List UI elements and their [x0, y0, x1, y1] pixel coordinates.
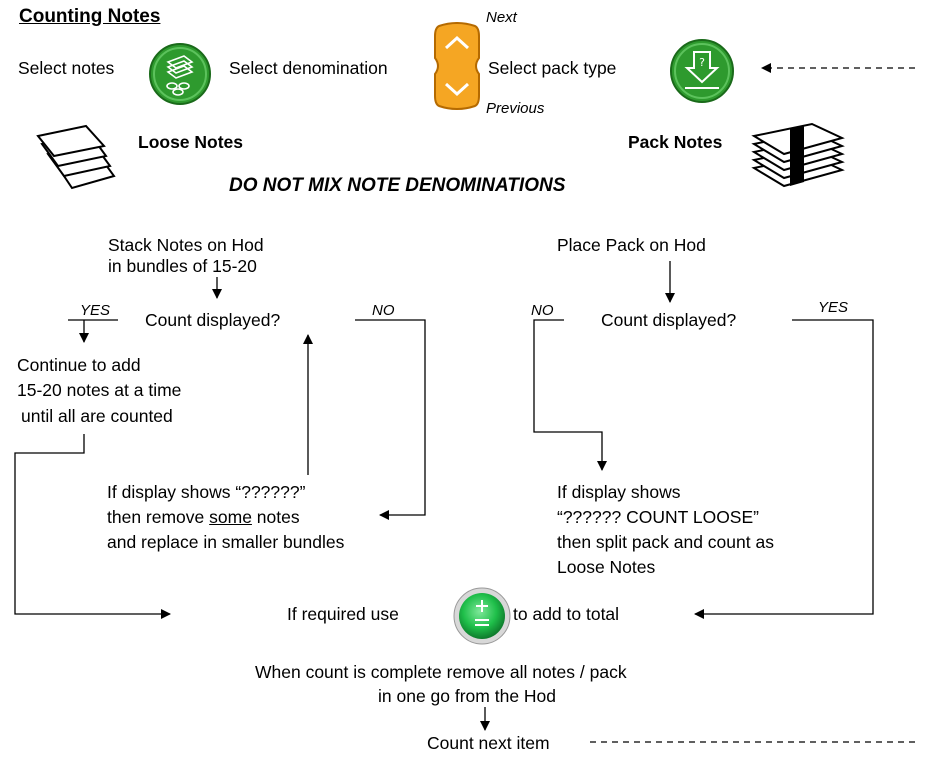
left-no-line2-c: notes	[251, 507, 300, 527]
complete-line1: When count is complete remove all notes …	[255, 662, 627, 682]
denomination-rocker-button[interactable]	[429, 22, 485, 110]
left-no-line2-some: some	[209, 507, 252, 527]
left-no-label: NO	[372, 302, 395, 319]
left-yes-line3: until all are counted	[21, 406, 173, 426]
select-denomination-label: Select denomination	[229, 58, 388, 78]
left-step1-line1: Stack Notes on Hod	[108, 235, 264, 255]
left-no-line3: and replace in smaller bundles	[107, 532, 345, 552]
left-no-line2: then remove some notes	[107, 507, 300, 528]
left-no-line1: If display shows “??????”	[107, 482, 306, 502]
chevron-up-icon	[444, 35, 470, 50]
page-title: Counting Notes	[19, 6, 161, 27]
previous-label: Previous	[486, 100, 545, 117]
total-after-text: to add to total	[513, 604, 620, 624]
select-notes-label: Select notes	[18, 58, 115, 78]
right-no-label: NO	[531, 302, 554, 319]
add-to-total-button-icon[interactable]	[452, 586, 512, 646]
loose-notes-icon	[36, 124, 128, 196]
left-no-line2-a: then remove	[107, 507, 210, 527]
right-step1: Place Pack on Hod	[557, 235, 706, 255]
left-step1-line2: in bundles of 15-20	[108, 256, 257, 276]
loose-notes-label: Loose Notes	[138, 132, 244, 152]
left-yes-label: YES	[80, 302, 111, 319]
arrow-yes-right	[694, 319, 874, 619]
complete-line2: in one go from the Hod	[378, 686, 557, 706]
left-yes-line1: Continue to add	[17, 355, 141, 375]
arrow-no-left	[355, 319, 426, 520]
total-before-text: If required use	[287, 604, 399, 624]
right-no-line2: “?????? COUNT LOOSE”	[557, 507, 759, 527]
right-no-line1: If display shows	[557, 482, 681, 502]
right-no-line4: Loose Notes	[557, 557, 656, 577]
svg-text:?: ?	[699, 56, 705, 69]
pack-notes-label: Pack Notes	[628, 132, 723, 152]
chevron-down-icon	[444, 82, 470, 97]
arrow-no-right	[533, 319, 607, 471]
right-yes-label: YES	[818, 299, 849, 316]
pack-notes-icon	[750, 122, 846, 190]
left-yes-line2: 15-20 notes at a time	[17, 380, 182, 400]
arrow-continue-to-total	[14, 434, 171, 619]
next-label: Next	[486, 9, 517, 26]
count-next-item: Count next item	[427, 733, 550, 753]
notes-button-icon[interactable]	[148, 42, 212, 106]
pack-type-button-icon[interactable]: ?	[669, 38, 735, 104]
right-no-line3: then split pack and count as	[557, 532, 774, 552]
right-question: Count displayed?	[601, 310, 737, 330]
select-pack-type-label: Select pack type	[488, 58, 617, 78]
left-question: Count displayed?	[145, 310, 281, 330]
warning-text: DO NOT MIX NOTE DENOMINATIONS	[229, 175, 566, 196]
